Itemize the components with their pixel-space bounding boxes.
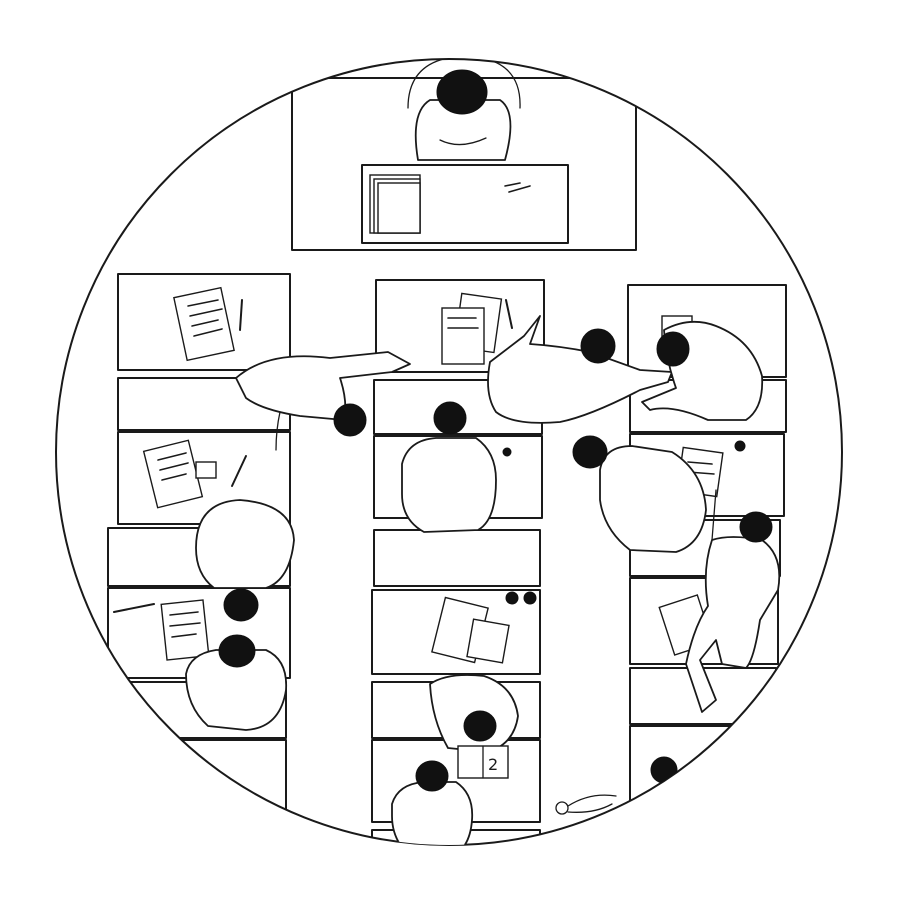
chalk-pieces: [504, 182, 531, 193]
student-figure: [429, 674, 519, 753]
student-figure: [185, 634, 288, 731]
ink-bottle: [502, 447, 512, 457]
book-stack: [369, 174, 421, 234]
student-figure: [685, 489, 781, 713]
teacher-desk: [361, 164, 569, 244]
exam-paper: [160, 599, 210, 661]
exam-paper: [173, 286, 235, 362]
floor-doodle: [555, 794, 617, 815]
exam-paper: [441, 292, 503, 365]
exam-paper: [142, 439, 217, 509]
student-figure: [195, 499, 295, 622]
student-figure: [401, 401, 497, 533]
student-figure: [641, 320, 764, 421]
ink-bottle: [505, 591, 519, 605]
open-notebook: 2: [457, 745, 509, 779]
student-head: [650, 756, 678, 784]
notebook-mark: 2: [488, 755, 498, 774]
ink-bottle: [523, 591, 537, 605]
teacher-figure: [407, 59, 521, 161]
student-figure: [235, 351, 411, 451]
ink-bottle: [734, 440, 746, 452]
student-figure: [572, 435, 707, 553]
student-figure: [487, 315, 673, 424]
pencil: [239, 299, 243, 331]
exam-paper: [431, 596, 510, 664]
pencil: [505, 299, 513, 329]
student-figure: [391, 760, 474, 845]
pencil: [231, 455, 247, 487]
pencil: [113, 603, 155, 613]
